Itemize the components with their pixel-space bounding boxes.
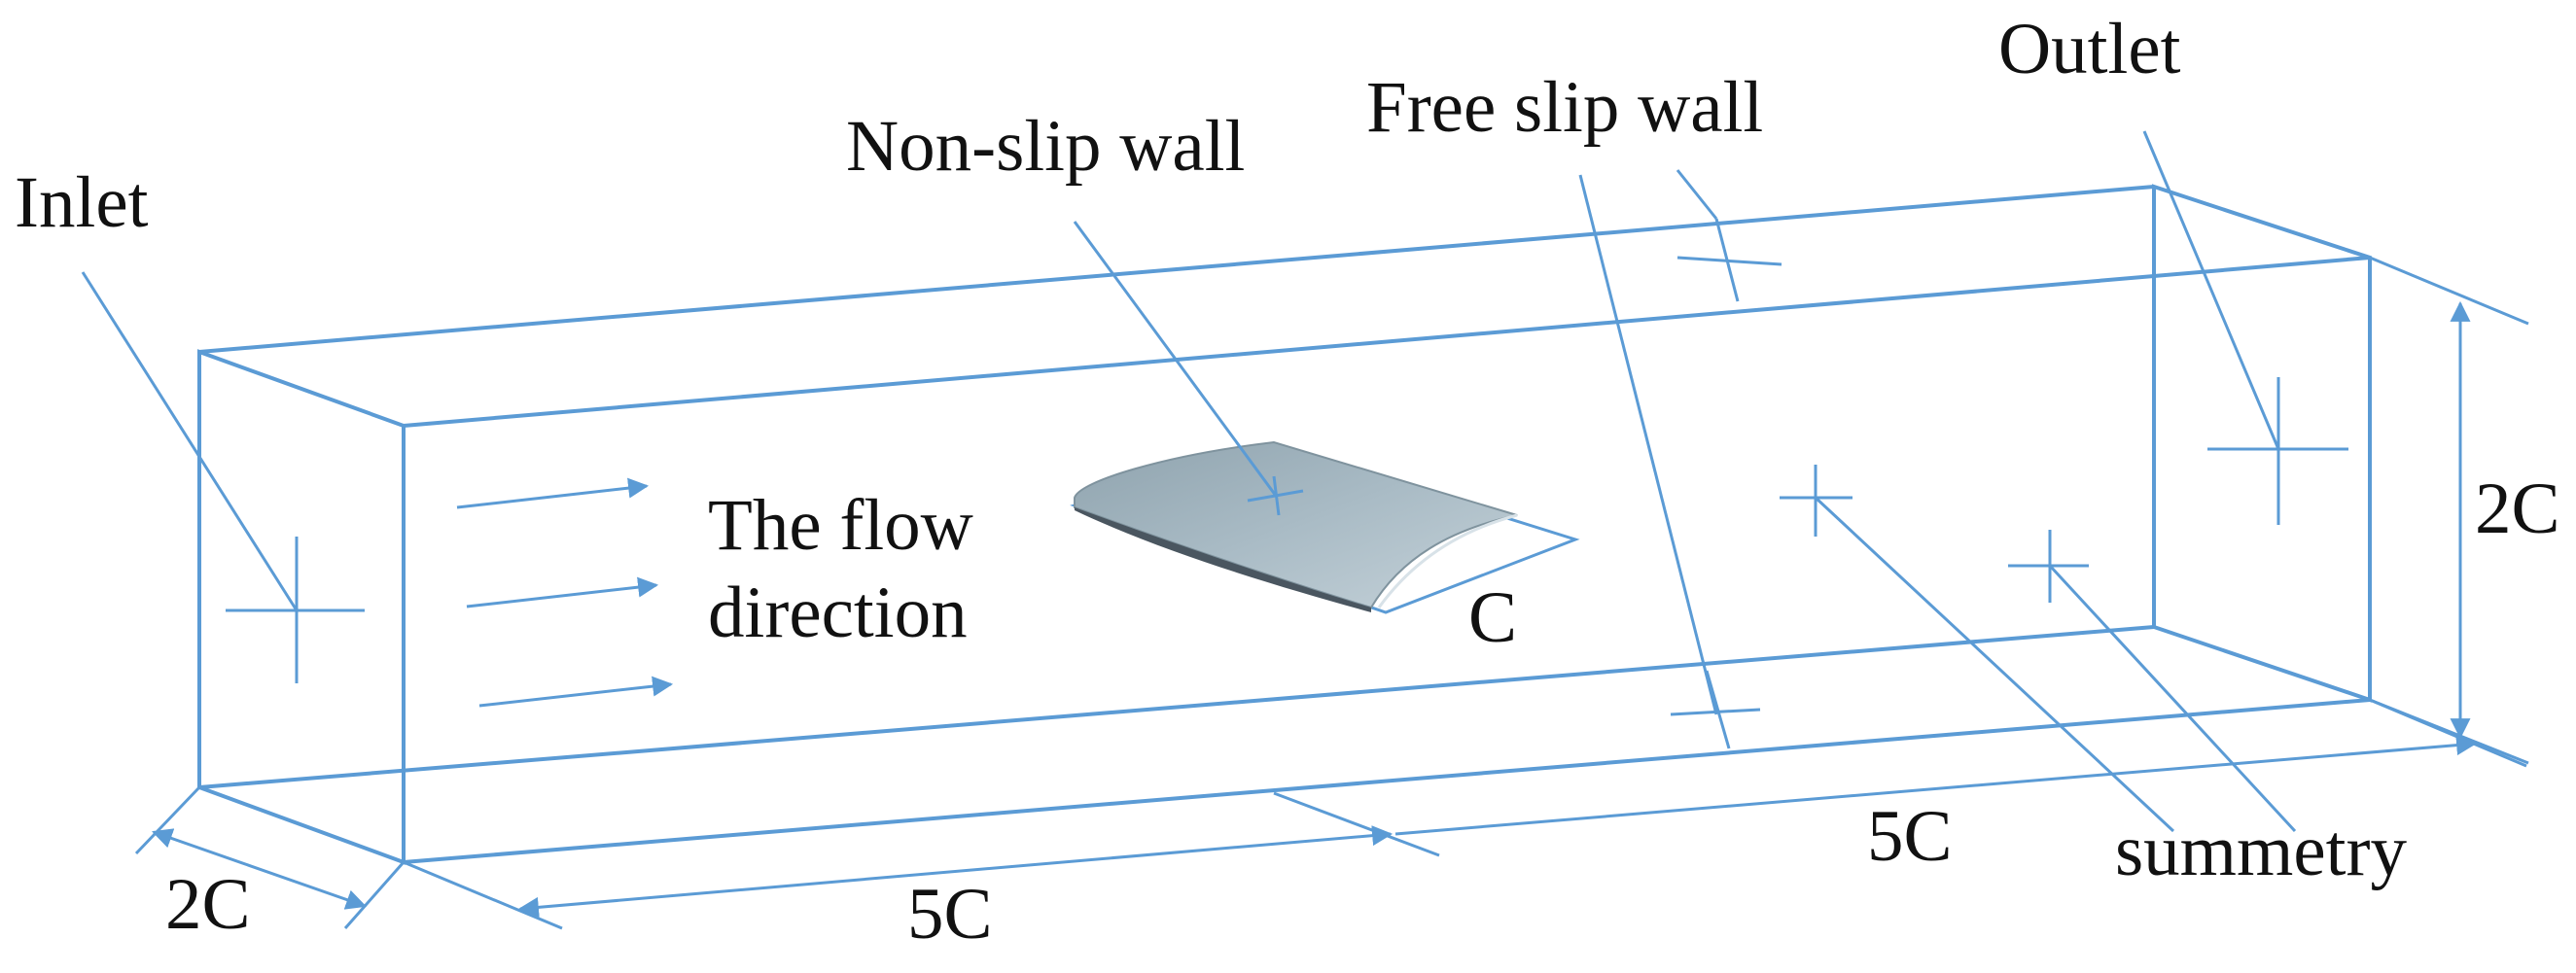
chord-label: C [1468,577,1517,658]
height-label: 2C [2475,469,2560,549]
free-slip-wall-label: Free slip wall [1366,67,1763,148]
edge-bottom-front [403,698,2371,864]
depth-dimension [134,785,406,929]
symmetry-markers [1780,465,2297,833]
flow-direction-label-line1: The flow [708,485,973,566]
edge-bottom-back [198,625,2155,789]
depth-label: 2C [165,864,251,945]
outlet-face [2152,184,2372,703]
flow-arrows [456,477,674,708]
non-slip-wall-label: Non-slip wall [846,106,1245,187]
flow-arrow-1 [456,477,650,509]
outlet-label: Outlet [1998,9,2181,89]
inlet-label: Inlet [15,162,149,243]
outlet-marker [2142,130,2348,525]
flow-direction-label-line2: direction [708,573,968,653]
length-front-label: 5C [907,874,993,955]
length-dimensions [403,698,2527,930]
length-back-label: 5C [1867,796,1953,877]
free-slip-wall-markers [1578,169,1782,749]
flow-arrow-3 [478,676,674,708]
flow-arrow-2 [466,576,659,608]
edge-top-front [403,256,2371,428]
symmetry-label: summetry [2115,811,2407,891]
airfoil [1070,221,1580,614]
edge-top-back [198,185,2155,354]
inlet-marker [81,271,365,683]
